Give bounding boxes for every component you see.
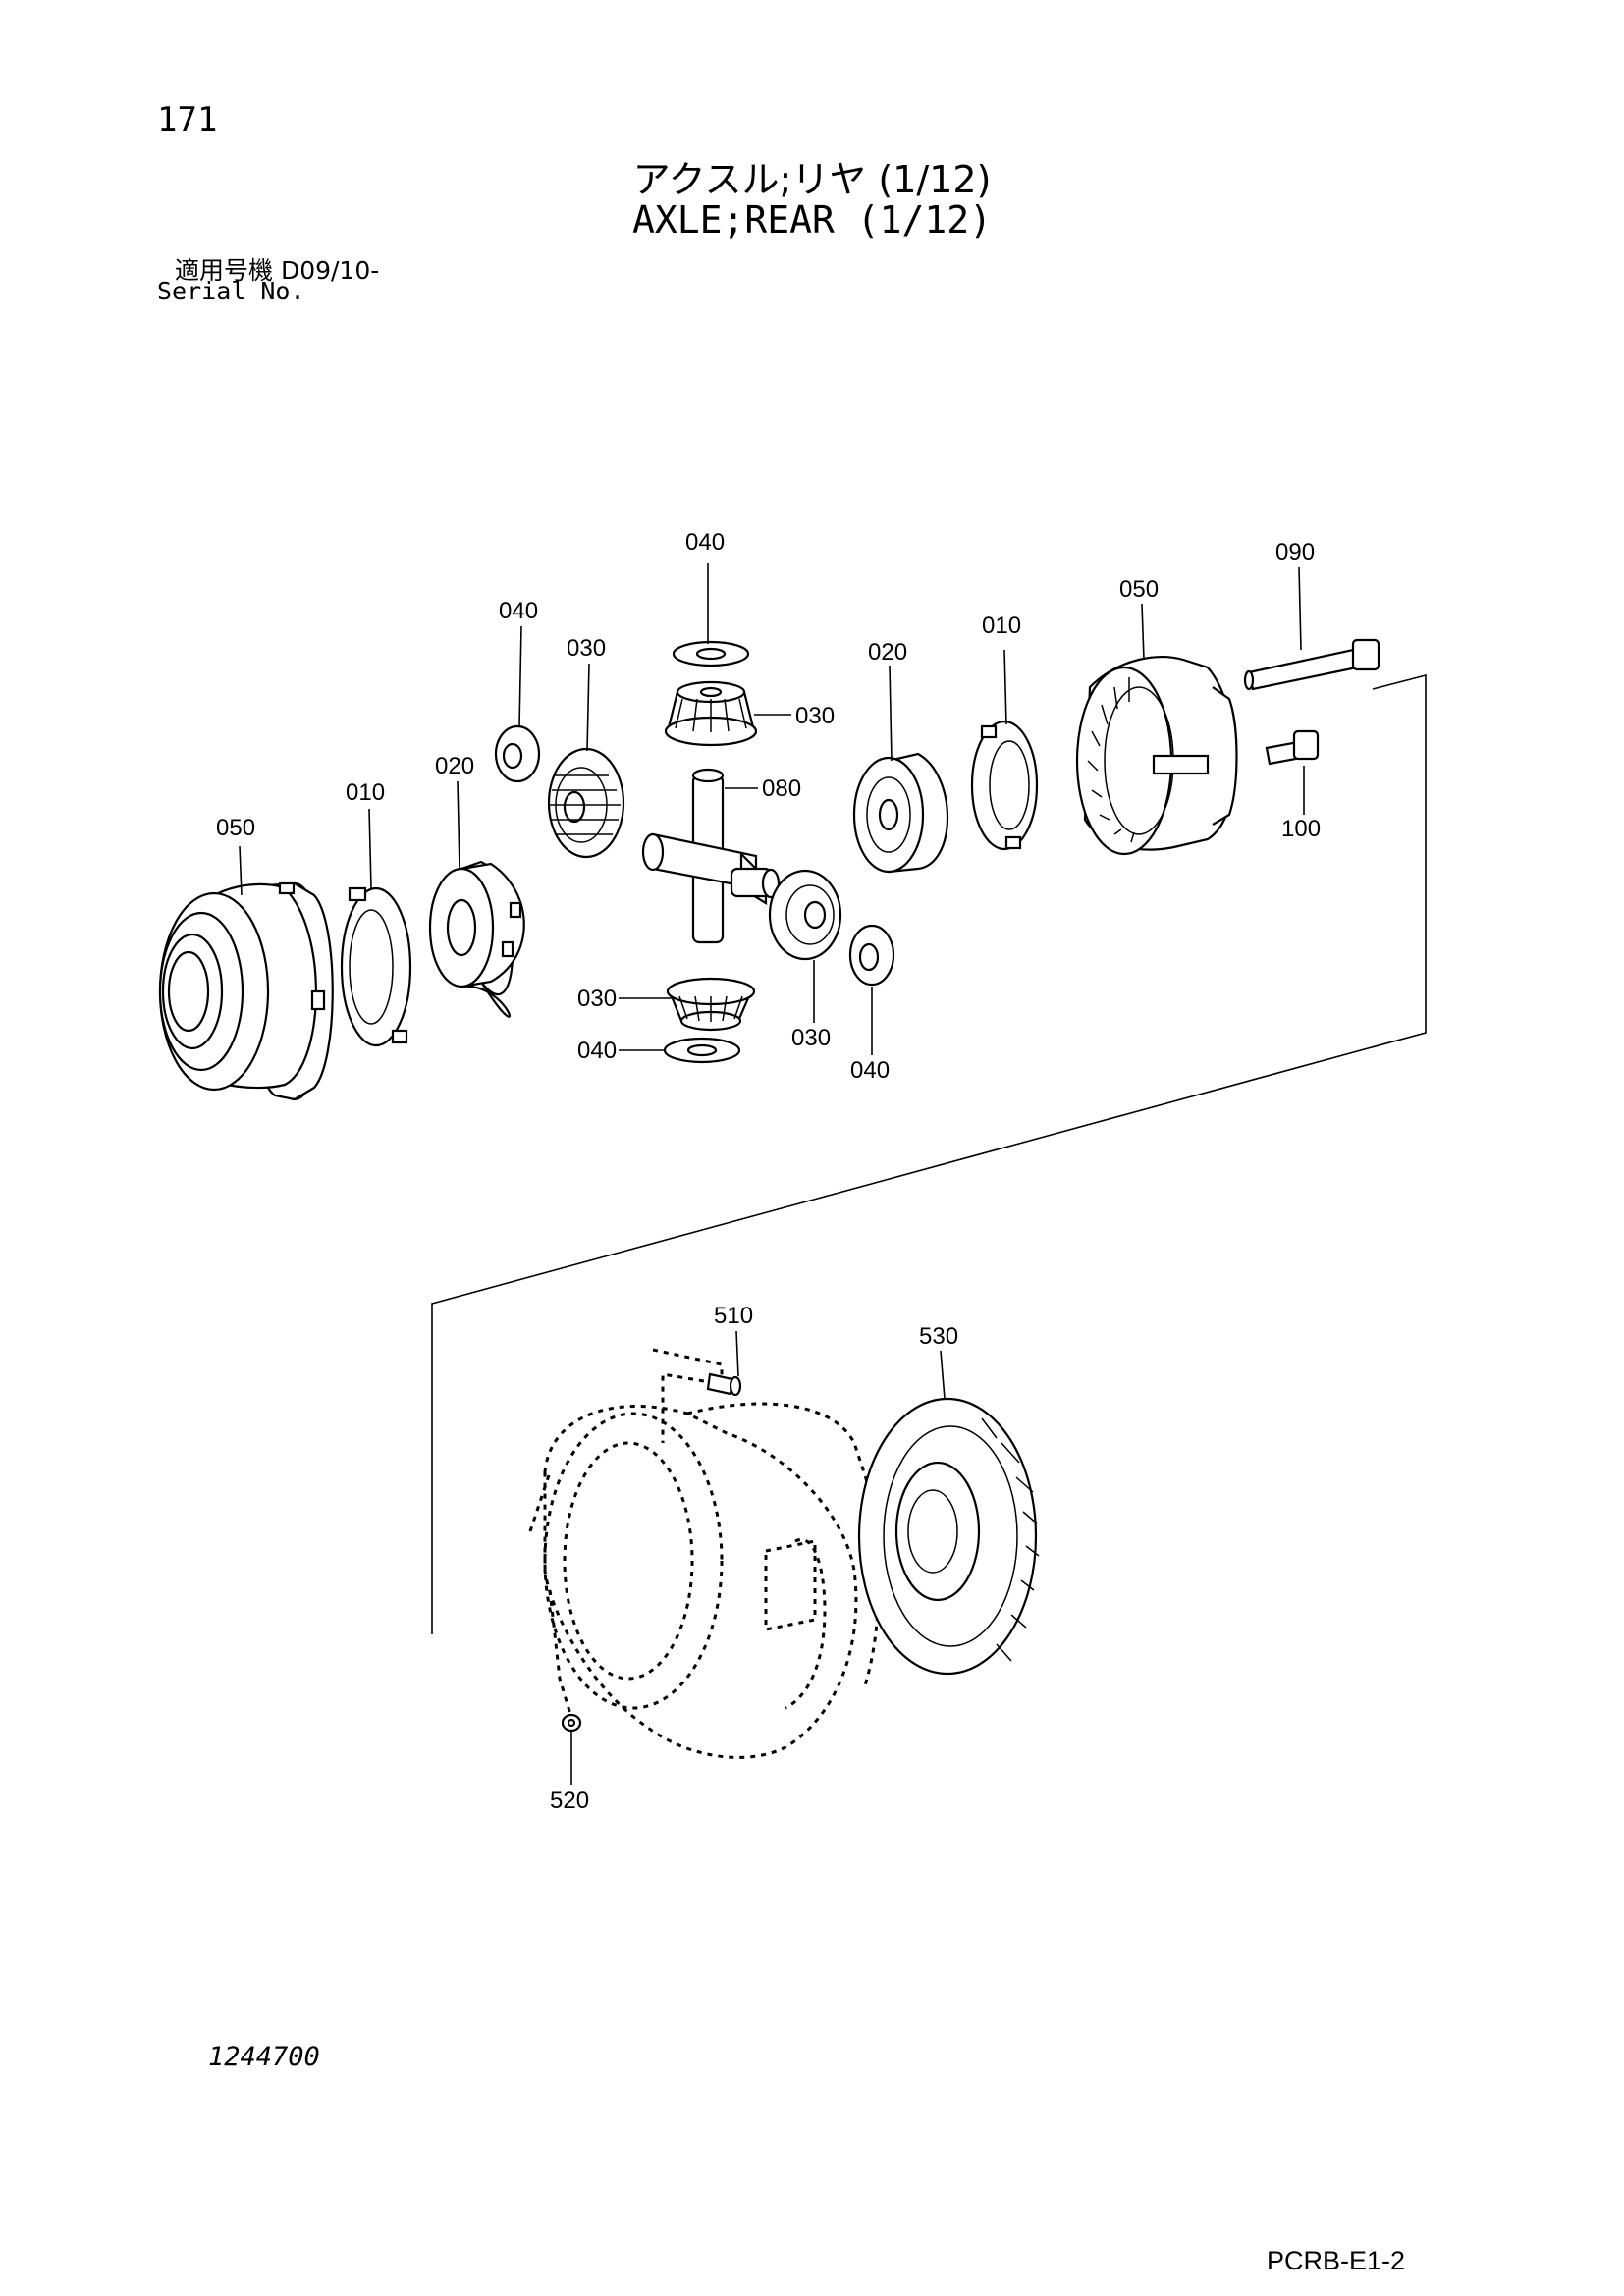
serial-label-japanese: 適用号機 D09/10- — [175, 256, 380, 285]
leader-lines — [239, 563, 1305, 1785]
part-530-ring-gear[interactable] — [857, 1397, 1040, 1676]
callout-030-upper-right: 030 — [795, 703, 835, 729]
callout-010-right: 010 — [982, 613, 1021, 639]
callout-040-lower-left: 040 — [577, 1038, 617, 1064]
callout-100: 100 — [1281, 816, 1321, 842]
part-050-right-housing[interactable] — [1075, 656, 1238, 856]
part-520-nut[interactable] — [561, 1713, 582, 1733]
callout-090: 090 — [1275, 539, 1315, 565]
page-code: PCRB-E1-2 — [1267, 2246, 1406, 2275]
callout-050-left: 050 — [216, 815, 255, 841]
title-japanese: アクスル;リヤ (1/12) — [632, 158, 992, 201]
callout-050-right: 050 — [1119, 576, 1159, 603]
part-030-top-gear[interactable] — [664, 680, 758, 747]
title-english: AXLE;REAR (1/12) — [631, 198, 993, 241]
callout-040-top: 040 — [685, 529, 725, 556]
part-510-pin[interactable] — [706, 1372, 742, 1397]
part-010-left-plate[interactable] — [340, 886, 412, 1047]
part-020-left-cone[interactable] — [428, 860, 525, 1018]
callout-080: 080 — [762, 775, 801, 802]
part-040-right-washer[interactable] — [848, 924, 895, 987]
page-number: 171 — [157, 100, 218, 139]
part-030-bottom-gear[interactable] — [666, 977, 756, 1032]
callout-520: 520 — [550, 1788, 589, 1814]
callout-020-left: 020 — [435, 753, 474, 779]
callout-030-lower-right: 030 — [791, 1025, 831, 1051]
part-080-cross-shaft[interactable] — [641, 768, 781, 944]
callout-040-lower-right: 040 — [850, 1057, 890, 1084]
part-040-top-washer[interactable] — [672, 640, 750, 667]
callout-510: 510 — [714, 1303, 753, 1329]
serial-label-english: Serial No. — [157, 277, 305, 305]
part-090-bolt[interactable] — [1243, 638, 1380, 691]
callout-030-lower-left: 030 — [577, 986, 617, 1012]
part-010-right-plate[interactable] — [970, 720, 1039, 851]
callout-020-right: 020 — [868, 639, 907, 666]
part-050-left-housing[interactable] — [158, 881, 334, 1101]
callout-030-left: 030 — [567, 635, 606, 662]
part-040-left-washer[interactable] — [494, 724, 541, 783]
callout-530: 530 — [919, 1323, 958, 1350]
part-020-right-cone[interactable] — [852, 752, 949, 874]
callout-040-left: 040 — [499, 598, 538, 624]
callout-010-left: 010 — [346, 779, 385, 806]
part-030-right-gear[interactable] — [768, 869, 842, 961]
part-040-bottom-washer[interactable] — [663, 1037, 741, 1064]
part-100-bolt[interactable] — [1265, 729, 1320, 766]
drawing-number: 1244700 — [208, 2042, 320, 2072]
part-030-left-gear[interactable] — [547, 747, 625, 859]
part-housing-reference-dashed — [528, 1348, 881, 1759]
assembly-frame-line — [431, 673, 1427, 1634]
